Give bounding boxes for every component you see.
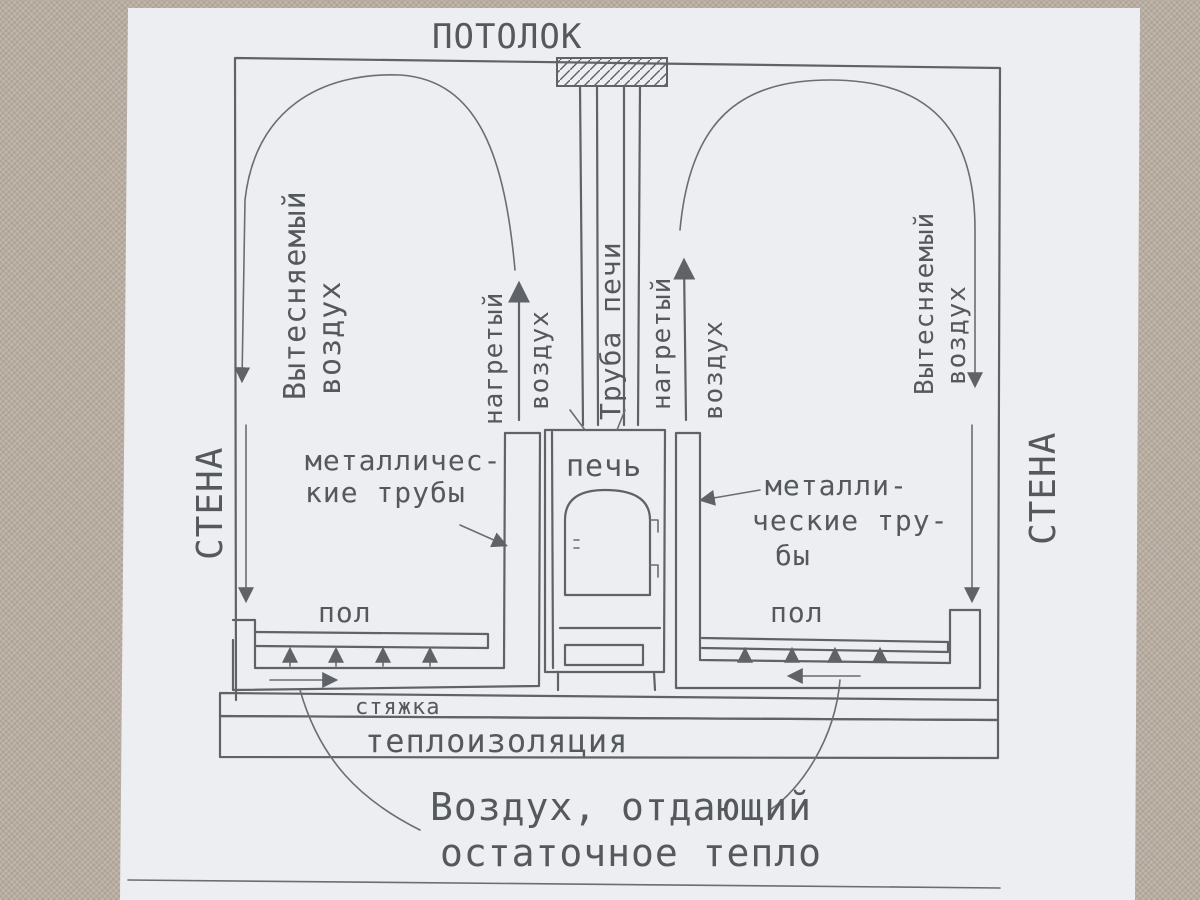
ceiling-label: ПОТОЛОК — [432, 17, 582, 57]
ceiling-hatch — [556, 57, 668, 87]
right-metal-pipe — [674, 431, 982, 690]
displaced-air-right-line1: Вытесняемый — [910, 212, 940, 395]
residual-air-line1: Воздух, отдающий — [430, 785, 812, 829]
metal-pipes-right-line2: ческие тру- — [752, 504, 948, 537]
right-heated-air-arrow — [673, 257, 696, 422]
residual-air-line2: остаточное тепло — [440, 831, 822, 875]
metal-pipes-left-line2: кие трубы — [305, 476, 466, 509]
chimney-label: Труба печи — [594, 241, 627, 420]
displaced-air-left-line1: Вытесняемый — [278, 190, 313, 400]
left-floor-heat-arrows — [282, 646, 438, 667]
wall-right-label: СТЕНА — [1023, 432, 1064, 545]
metal-pipes-right-line1: металли- — [765, 469, 908, 502]
stove-legs — [556, 670, 657, 692]
ash-drawer — [563, 643, 645, 667]
stove-hinges — [573, 519, 659, 578]
paper-sheet — [120, 8, 1140, 900]
left-metal-pipe — [231, 431, 542, 692]
stove-body — [543, 428, 667, 674]
metal-pipes-left-line1: металличес- — [305, 444, 501, 477]
heated-air-right-line1: нагретый — [647, 277, 677, 410]
floor-left-label: пол — [318, 596, 372, 629]
chimney-pipe — [578, 84, 642, 427]
heated-air-left-line1: нагретый — [479, 292, 509, 425]
displaced-air-right-line2: воздух — [942, 285, 972, 385]
stove-door — [563, 488, 652, 597]
floor-right-label: пол — [770, 596, 824, 629]
insulation-label: теплоизоляция — [365, 722, 628, 760]
chimney-leader-lines — [569, 409, 626, 431]
left-floor-slab — [253, 630, 490, 650]
left-air-loop — [234, 74, 516, 384]
metal-pipes-right-line3: бы — [775, 539, 811, 572]
metal-pipes-right-leader — [698, 489, 761, 506]
metal-pipes-left-leader — [459, 524, 508, 548]
right-floor-heat-arrows — [737, 646, 888, 663]
right-floor-slab — [700, 636, 950, 654]
right-air-loop — [679, 79, 983, 389]
heated-air-right-line2: воздух — [699, 320, 729, 420]
displaced-air-left-line2: воздух — [313, 281, 348, 395]
heated-air-left-line2: воздух — [525, 310, 555, 410]
residual-air-leader-right — [769, 679, 841, 811]
stove-label: печь — [566, 449, 642, 484]
screed-label: стяжка — [355, 695, 440, 720]
residual-air-leader-left — [299, 689, 421, 831]
wall-left-label: СТЕНА — [190, 447, 231, 560]
insulation-layer — [218, 714, 1000, 760]
paper-bottom-line — [127, 879, 1001, 889]
